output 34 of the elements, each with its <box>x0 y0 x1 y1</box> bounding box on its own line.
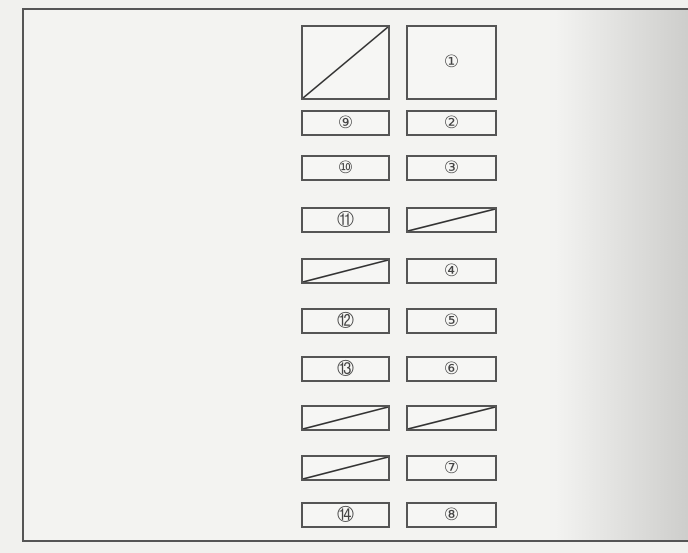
diagonal-box <box>406 207 497 233</box>
diagonal-box <box>406 405 497 431</box>
numbered-box <box>301 207 390 233</box>
callout-number: ③ <box>444 160 460 176</box>
callout-number: ⑧ <box>444 506 460 524</box>
diagonal-box <box>301 455 390 481</box>
callout-number: ⑦ <box>444 460 460 476</box>
diagonal-box <box>301 405 390 431</box>
numbered-box <box>301 155 390 181</box>
callout-number: ④ <box>444 262 460 280</box>
callout-number: ⑪ <box>337 212 354 228</box>
numbered-box <box>406 455 497 481</box>
numbered-box <box>406 258 497 284</box>
numbered-box <box>406 155 497 181</box>
numbered-box <box>406 25 497 100</box>
numbered-box <box>301 110 390 136</box>
numbered-box <box>301 356 390 382</box>
callout-number: ⑭ <box>337 506 354 524</box>
callout-number: ⑥ <box>444 360 460 378</box>
callout-number: ⑤ <box>444 312 460 330</box>
callout-number: ⑩ <box>338 160 354 176</box>
numbered-box <box>301 308 390 334</box>
diagonal-box <box>301 258 390 284</box>
callout-number: ⑫ <box>337 312 354 330</box>
numbered-box <box>406 356 497 382</box>
numbered-box <box>301 502 390 528</box>
numbered-box <box>406 110 497 136</box>
callout-number: ⑬ <box>337 360 354 378</box>
callout-number: ⑨ <box>338 114 354 132</box>
diagonal-box <box>301 25 390 100</box>
numbered-box <box>406 308 497 334</box>
callout-number: ① <box>444 54 460 71</box>
callout-number: ② <box>444 114 460 132</box>
numbered-box <box>406 502 497 528</box>
